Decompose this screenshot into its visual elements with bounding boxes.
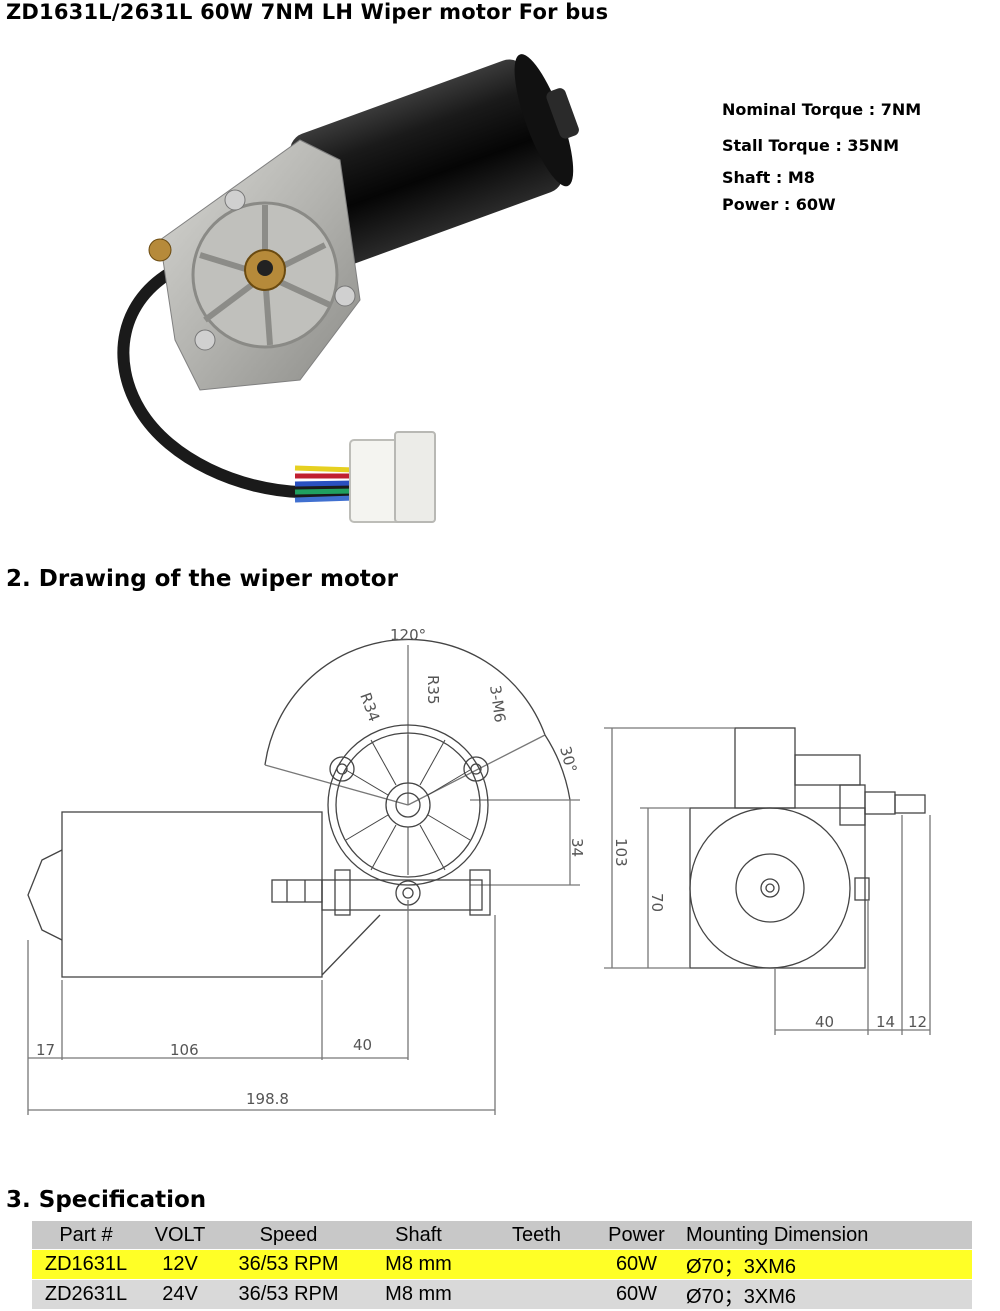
table-row: ZD2631L 24V 36/53 RPM M8 mm 60W Ø70；3XM6 [32,1279,972,1310]
dim-198-8: 198.8 [246,1090,289,1108]
cell-shaft: M8 mm [357,1279,480,1310]
nominal-torque: Nominal Torque : 7NM [722,100,922,119]
cell-volt: 24V [140,1279,220,1310]
table-header: Part # VOLT Speed Shaft Teeth Power Moun… [32,1221,972,1250]
dim-106: 106 [170,1041,199,1059]
dim-14: 14 [876,1013,895,1031]
spec-heading: 3. Specification [6,1187,207,1213]
dim-3m6: 3-M6 [486,684,509,724]
dim-30: 30° [556,744,580,774]
cell-mounting: Ø70；3XM6 [680,1279,972,1310]
power-spec: Power : 60W [722,195,836,214]
dim-r35: R35 [424,675,442,705]
page-title: ZD1631L/2631L 60W 7NM LH Wiper motor For… [6,0,609,24]
product-photo [117,54,579,523]
th-volt: VOLT [140,1221,220,1250]
technical-drawing: 120° 30° R35 R34 3-M6 34 103 70 17 106 4… [27,626,931,1115]
cell-mounting: Ø70；3XM6 [680,1249,972,1280]
th-mounting: Mounting Dimension [680,1221,972,1250]
th-speed: Speed [220,1221,357,1250]
cell-power: 60W [593,1279,680,1310]
stall-torque: Stall Torque : 35NM [722,136,899,155]
dim-r34: R34 [356,690,383,724]
dim-70: 70 [648,893,666,912]
th-power: Power [593,1221,680,1250]
drawing-heading: 2. Drawing of the wiper motor [6,566,398,592]
dim-40-right: 40 [815,1013,834,1031]
cell-teeth [480,1249,593,1280]
cell-speed: 36/53 RPM [220,1279,357,1310]
shaft-spec: Shaft : M8 [722,168,815,187]
dim-40-left: 40 [353,1036,372,1054]
cell-shaft: M8 mm [357,1249,480,1280]
cell-speed: 36/53 RPM [220,1249,357,1280]
th-teeth: Teeth [480,1221,593,1250]
spec-table: Part # VOLT Speed Shaft Teeth Power Moun… [32,1221,972,1310]
dim-120: 120° [390,626,426,644]
cell-teeth [480,1279,593,1310]
cell-part: ZD2631L [32,1279,140,1310]
dim-12: 12 [908,1013,927,1031]
th-shaft: Shaft [357,1221,480,1250]
table-row: ZD1631L 12V 36/53 RPM M8 mm 60W Ø70；3XM6 [32,1249,972,1280]
cell-volt: 12V [140,1249,220,1280]
cell-part: ZD1631L [32,1249,140,1280]
th-part: Part # [32,1221,140,1250]
cell-power: 60W [593,1249,680,1280]
dim-103: 103 [612,838,630,867]
dim-17: 17 [36,1041,55,1059]
dim-34: 34 [568,838,586,857]
